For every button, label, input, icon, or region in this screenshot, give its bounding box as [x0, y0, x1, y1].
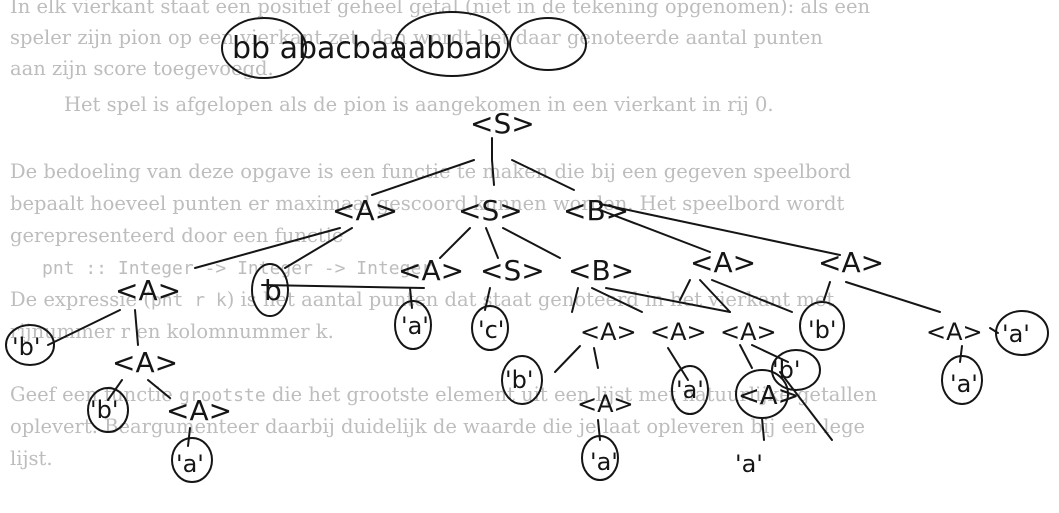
- terminal-right-4: 'a': [950, 370, 978, 398]
- terminal-left-2: 'b': [90, 396, 118, 424]
- terminal-left-4: 'a': [401, 312, 429, 340]
- node-mid-a1: <A>: [580, 318, 637, 346]
- p5-text-b: die het grootste element uit een lijst m…: [265, 383, 878, 406]
- terminal-mid-1: 'b': [505, 366, 533, 394]
- node-l2-s: <S>: [480, 254, 545, 287]
- paragraph-2-line-1: Het spel is afgelopen als de pion is aan…: [64, 93, 774, 116]
- terminal-mid-3: 'a': [676, 376, 704, 404]
- paragraph-5-line-1: Geef een functie grootste die het groots…: [10, 383, 877, 408]
- node-right-a1: <A>: [720, 318, 777, 346]
- terminal-right-1: 'a': [735, 450, 763, 478]
- paragraph-4-line-2: rijnummer r en kolomnummer k.: [10, 320, 334, 343]
- p5-code: grootste: [178, 385, 266, 406]
- node-l2-b: b: [264, 274, 282, 307]
- terminal-right-5: 'a': [1002, 320, 1030, 348]
- node-right-a2: <A>: [738, 381, 799, 411]
- p4-text-a: De expressie (: [10, 288, 151, 311]
- terminal-left-3: 'a': [176, 450, 204, 478]
- node-l2-a4: <A>: [818, 246, 884, 279]
- node-left-a: <A>: [112, 346, 178, 379]
- node-mid-a2: <A>: [650, 318, 707, 346]
- node-right-a3: <A>: [926, 318, 983, 346]
- node-l1-a: <A>: [332, 194, 398, 227]
- node-l1-b: <B>: [563, 194, 629, 227]
- terminal-left-1: 'b': [12, 333, 40, 361]
- code-line: pnt :: Integer -> Integer -> Integer: [42, 258, 433, 279]
- paragraph-5-line-3: lijst.: [10, 447, 53, 470]
- input-string: bb abacbaaabbab: [232, 31, 502, 66]
- paragraph-3-line-3: gerepresenteerd door een functie: [10, 224, 344, 247]
- circle-bb: [221, 17, 307, 79]
- paragraph-1-line-2: speler zijn pion op een vierkant zet, da…: [10, 26, 823, 49]
- node-l2-b2: <B>: [568, 254, 634, 287]
- paragraph-3-line-2: bepaalt hoeveel punten er maximaal gesco…: [10, 192, 845, 215]
- node-l2-a2: <A>: [398, 254, 464, 287]
- code-signature: pnt :: Integer -> Integer -> Integer: [42, 256, 432, 281]
- terminal-left-5: 'c': [478, 316, 504, 344]
- terminal-right-2: 'b': [772, 356, 800, 384]
- paragraph-3-line-1: De bedoeling van deze opgave is een func…: [10, 160, 851, 183]
- node-l2-a3: <A>: [690, 246, 756, 279]
- node-root-s: <S>: [470, 107, 535, 140]
- terminal-right-3: 'b': [808, 316, 836, 344]
- p5-text-a: Geef een functie: [10, 383, 179, 406]
- circle-bbab: [509, 17, 587, 71]
- paragraph-1-line-3: aan zijn score toegevoegd.: [10, 57, 274, 80]
- node-l2-a1: <A>: [115, 274, 181, 307]
- paragraph-5-line-2: oplevert. Beargumenteer daarbij duidelij…: [10, 415, 866, 438]
- circle-abaa: [395, 11, 509, 77]
- paragraph-1-line-1: In elk vierkant staat een positief gehee…: [10, 0, 871, 18]
- node-mid-a3: <A>: [577, 390, 634, 418]
- p4-code: pnt r k: [150, 290, 227, 311]
- node-l1-s: <S>: [458, 194, 523, 227]
- node-left-a2: <A>: [166, 394, 232, 427]
